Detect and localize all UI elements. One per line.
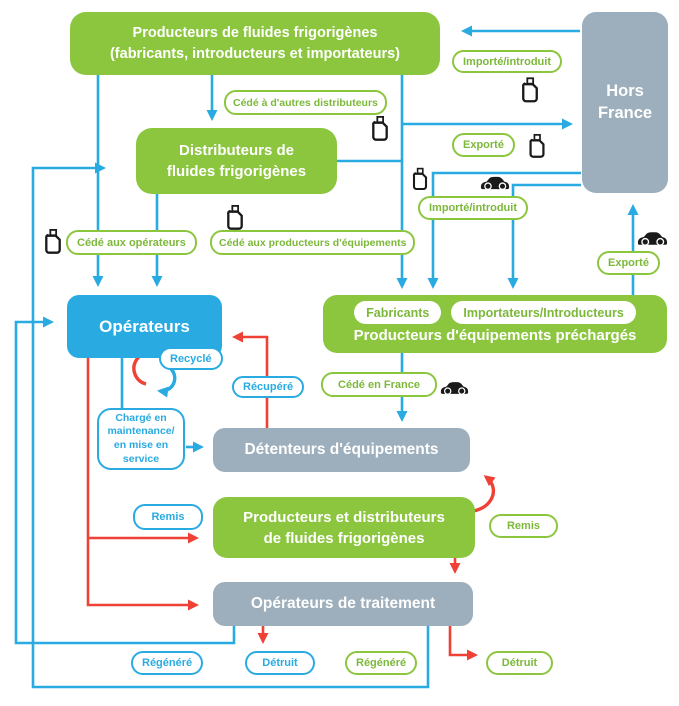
flow-label-recycle: Recyclé: [159, 347, 223, 370]
node-label: Chargé en: [115, 411, 167, 424]
node-label: Producteurs d'équipements préchargés: [353, 327, 637, 344]
node-label: maintenance/: [107, 425, 175, 438]
car-icon: [440, 380, 469, 395]
car-icon: [480, 175, 510, 190]
sub-pills: Fabricants Importateurs/Introducteurs: [354, 301, 636, 324]
node-label: Opérateurs: [99, 316, 190, 336]
node-label: Opérateurs de traitement: [250, 595, 436, 612]
blue-flows: [14, 25, 639, 689]
gas-bottle-icon: [528, 134, 546, 158]
node-label: Hors: [606, 82, 644, 101]
node-label: fluides frigorigènes: [166, 163, 307, 180]
flow-label-exporte-haut: Exporté: [452, 133, 515, 157]
subnode-fabricants: Fabricants: [354, 301, 442, 324]
car-icon: [637, 230, 668, 246]
flow-label-exporte-droite: Exporté: [597, 251, 660, 275]
node-label: en mise en: [113, 439, 169, 451]
flow-label-detruit-gauche: Détruit: [245, 651, 315, 675]
gas-bottle-icon: [412, 166, 428, 192]
subnode-importateurs: Importateurs/Introducteurs: [451, 301, 636, 324]
flow-label-detruit-droite: Détruit: [486, 651, 553, 675]
flow-label-cede-en-france: Cédé en France: [321, 372, 437, 397]
node-label: Détenteurs d'équipements: [244, 441, 439, 458]
node-hors-france: Hors France: [582, 12, 668, 193]
gas-bottle-icon: [521, 77, 539, 103]
flow-label-cede-autres-distributeurs: Cédé à d'autres distributeurs: [224, 90, 387, 115]
node-producteurs-equipements: Fabricants Importateurs/Introducteurs Pr…: [323, 295, 667, 353]
flow-label-regenere-droite: Régénéré: [345, 651, 418, 675]
node-label: Distributeurs de: [178, 142, 295, 159]
gas-bottle-icon: [44, 229, 62, 254]
node-label: Producteurs de fluides frigorigènes: [132, 25, 378, 42]
node-label: France: [597, 103, 653, 122]
node-label: de fluides frigorigènes: [263, 529, 425, 547]
flow-label-importe-introduit-milieu: Importé/introduit: [418, 196, 528, 220]
node-charge-maintenance: Chargé en maintenance/ en mise en servic…: [97, 408, 185, 470]
node-detenteurs: Détenteurs d'équipements: [213, 428, 470, 472]
node-distributeurs: Distributeurs de fluides frigorigènes: [136, 128, 337, 194]
node-label: (fabricants, introducteurs et importateu…: [109, 45, 401, 62]
node-operateurs-traitement: Opérateurs de traitement: [213, 582, 473, 626]
node-producteurs-distributeurs: Producteurs et distributeurs de fluides …: [213, 497, 475, 558]
node-producteurs-fluides: Producteurs de fluides frigorigènes (fab…: [70, 12, 440, 75]
flow-label-cede-aux-producteurs: Cédé aux producteurs d'équipements: [210, 230, 416, 255]
node-label: service: [122, 452, 160, 465]
flow-label-recupere: Récupéré: [232, 376, 305, 398]
node-label: Producteurs et distributeurs: [243, 508, 445, 526]
gas-bottle-icon: [371, 116, 389, 141]
flow-label-regenere-gauche: Régénéré: [131, 651, 204, 675]
gas-bottle-icon: [225, 205, 245, 230]
flow-label-remis-gauche: Remis: [133, 504, 203, 530]
flow-label-importe-introduit-haut: Importé/introduit: [452, 50, 562, 73]
flow-label-remis-droite: Remis: [489, 514, 558, 538]
flow-label-cede-aux-operateurs: Cédé aux opérateurs: [66, 230, 197, 255]
